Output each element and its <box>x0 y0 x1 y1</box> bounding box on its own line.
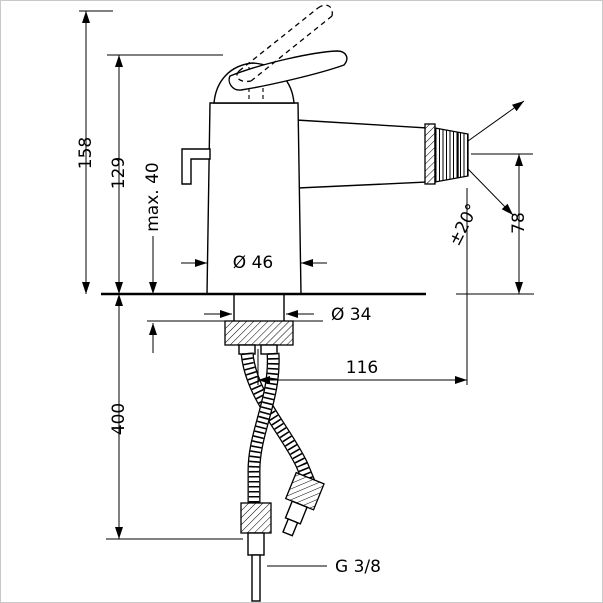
reference-lines <box>79 10 534 567</box>
swivel-angle-label: ±20° <box>445 201 483 250</box>
side-lever <box>181 148 211 185</box>
hose-length-label: 400 <box>109 403 129 435</box>
aerator-icon <box>434 127 469 183</box>
supply-hoses <box>240 352 325 602</box>
lever-height-label: 129 <box>109 157 129 189</box>
mounting-nut <box>224 320 294 346</box>
max-thickness-label: max. 40 <box>143 162 163 231</box>
hose-fitting-right <box>260 344 278 355</box>
total-height-label: 158 <box>76 137 96 169</box>
swivel-arrow-up <box>467 100 525 142</box>
swivel-arrow-down <box>467 168 514 216</box>
aerator-ring <box>424 123 436 185</box>
base-diameter-label: Ø 46 <box>233 253 273 273</box>
lever-handle <box>228 50 348 91</box>
spout-arm <box>295 119 429 189</box>
dimension-lines <box>82 11 525 539</box>
shank-diameter-label: Ø 34 <box>331 305 371 325</box>
hose-connector-angled <box>282 471 325 537</box>
faucet-body-outline <box>181 4 469 355</box>
spout-reach-label: 116 <box>346 358 378 378</box>
hose-connector-straight <box>240 502 272 602</box>
connection-thread-label: G 3/8 <box>335 557 381 577</box>
lever-handle-raised-phantom <box>236 4 333 83</box>
spout-height-label: 78 <box>509 212 529 234</box>
